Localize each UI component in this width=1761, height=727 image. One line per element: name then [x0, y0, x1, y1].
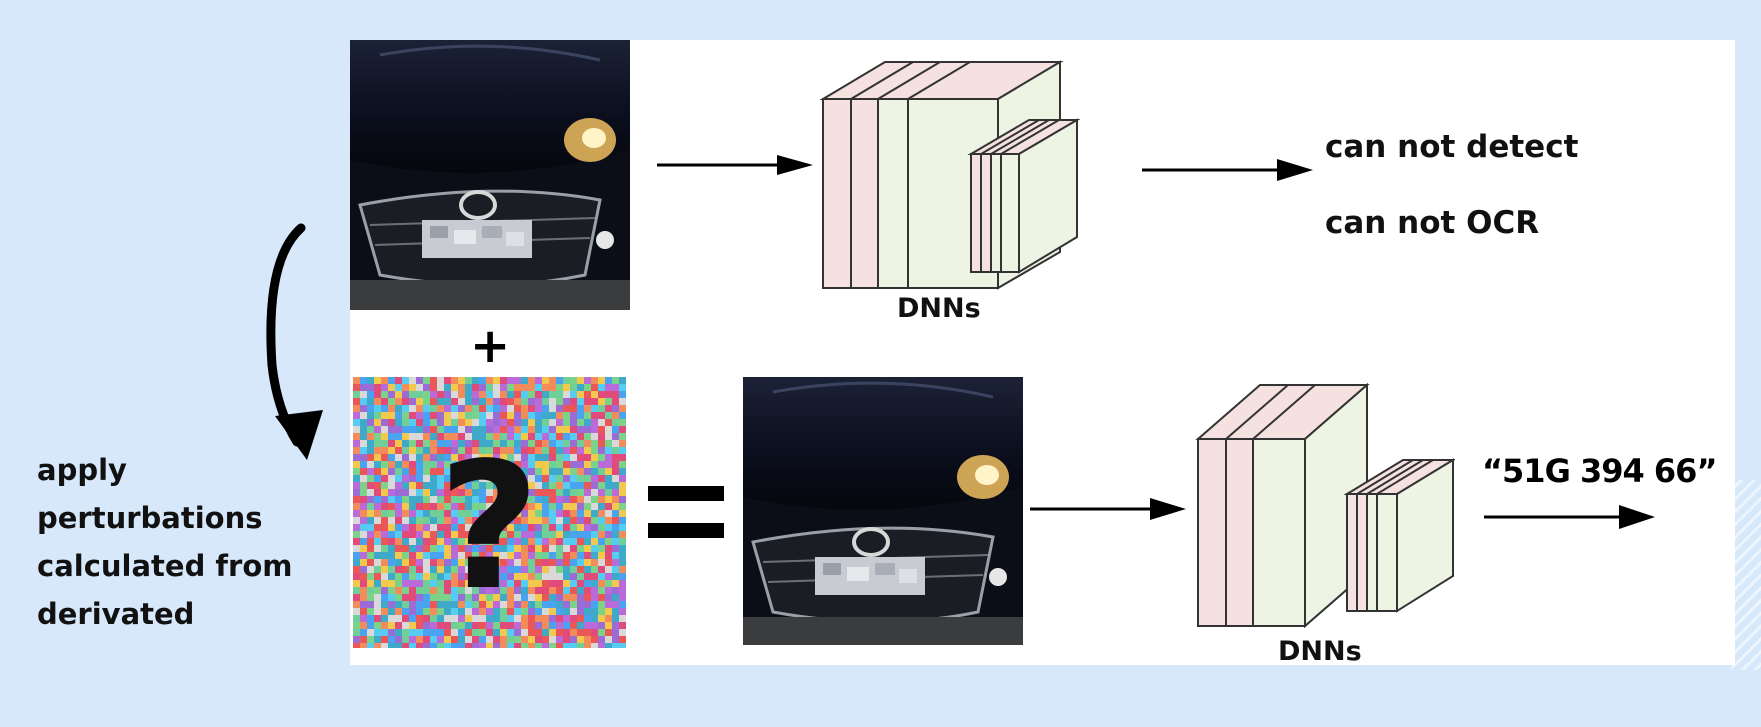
car-photo-perturbed — [743, 377, 1023, 645]
question-mark-glyph: ? — [438, 426, 540, 629]
arrow-right-icon — [1142, 159, 1313, 181]
car-photo-original — [350, 40, 630, 310]
output-text-ocr: can not OCR — [1325, 205, 1540, 241]
equals-sign-icon — [648, 486, 724, 538]
perturbation-noise-image: ? — [353, 377, 626, 648]
dnn-label-top: DNNs — [897, 293, 981, 324]
side-caption-line: derivated — [37, 597, 195, 631]
output-text-detect: can not detect — [1325, 129, 1579, 165]
decorative-stripes — [1731, 480, 1761, 670]
plus-sign-icon: + — [470, 318, 511, 374]
side-caption: apply perturbations calculated from deri… — [37, 446, 337, 638]
dnn-label-bottom: DNNs — [1278, 636, 1362, 667]
curved-arrow-down-icon — [266, 223, 323, 460]
arrow-right-icon — [1484, 505, 1655, 529]
side-caption-line: apply — [37, 453, 127, 487]
plate-output-text: “51G 394 66” — [1482, 452, 1717, 490]
dnn-layers-bottom-final — [1195, 382, 1455, 632]
side-caption-line: calculated from — [37, 549, 293, 583]
arrow-right-icon — [1030, 498, 1186, 520]
dnn-layers-top — [820, 40, 1080, 290]
arrow-right-icon — [657, 155, 813, 175]
side-caption-line: perturbations — [37, 501, 263, 535]
